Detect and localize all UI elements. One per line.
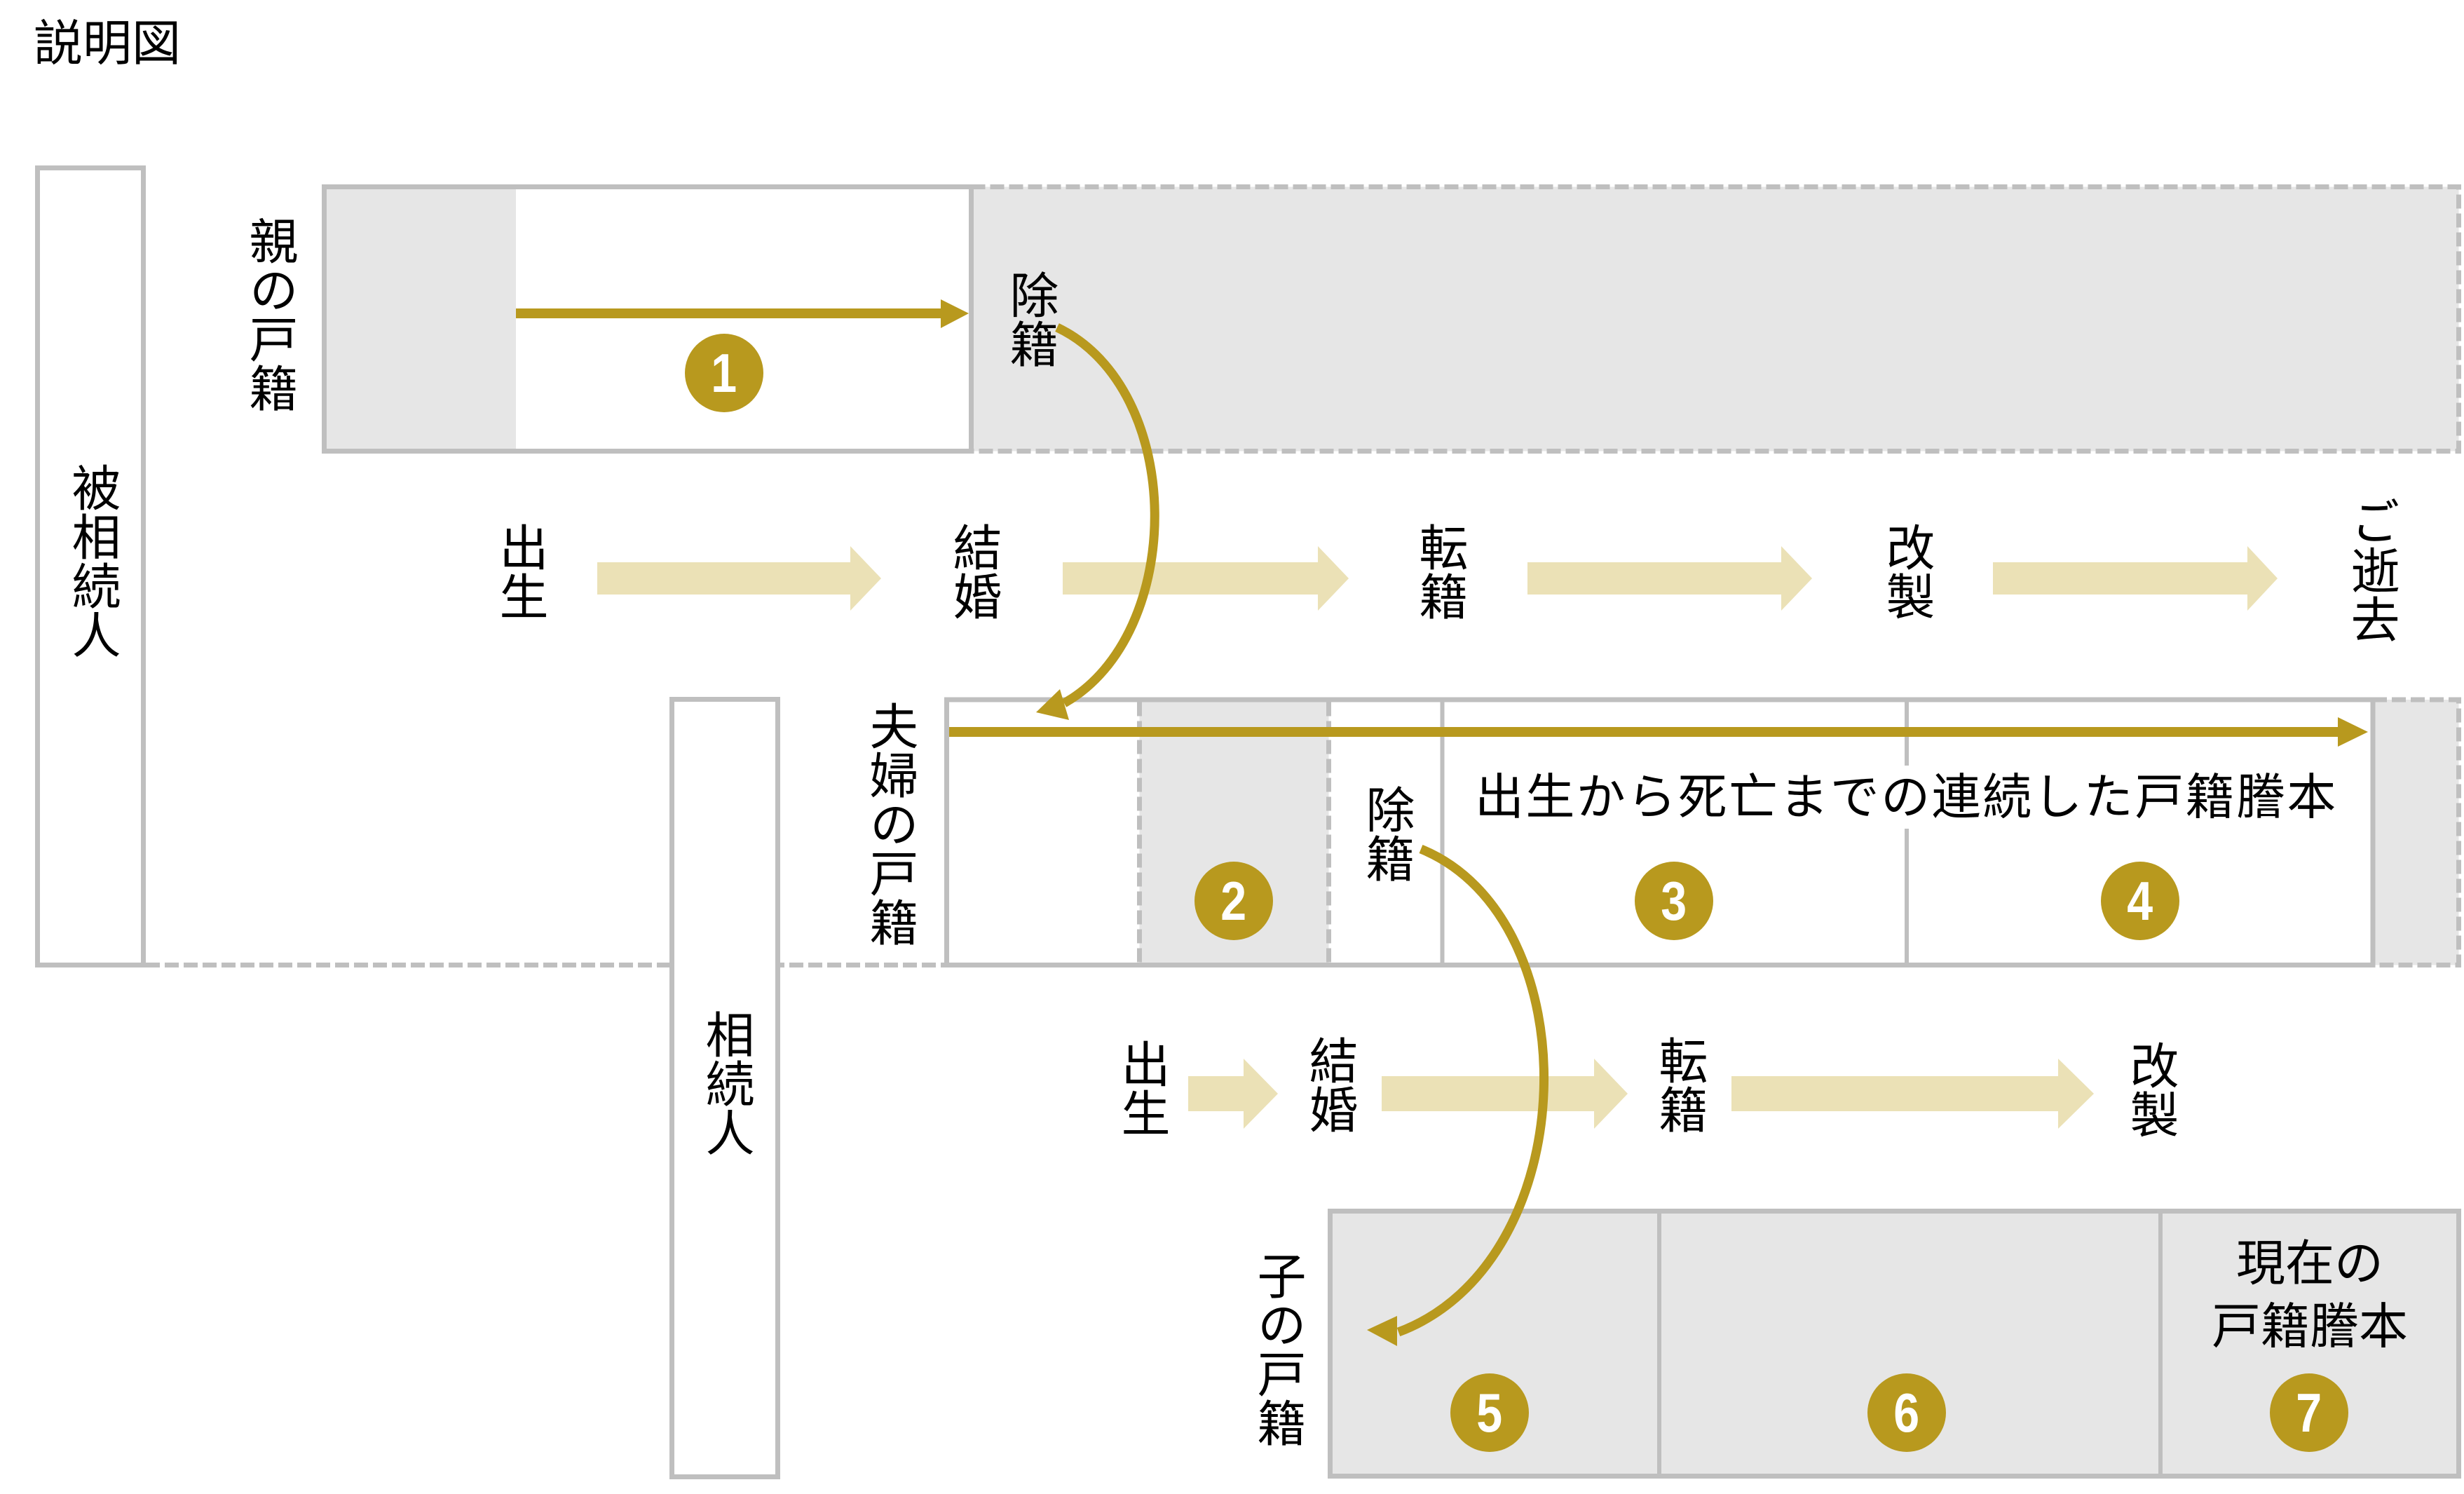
deceased-event-marriage: 結婚 bbox=[945, 522, 1002, 620]
step-badge-2: 2 bbox=[1194, 862, 1273, 940]
step-badge-5: 5 bbox=[1450, 1373, 1529, 1452]
deceased-label: 被相続人 bbox=[64, 463, 121, 659]
continuous-records-caption: 出生から死亡までの連続した戸籍謄本 bbox=[1471, 766, 2342, 829]
parent-register-removal-label: 除籍 bbox=[1002, 270, 1059, 368]
flow-arrow-heir-1 bbox=[1188, 1059, 1278, 1129]
step-badge-6: 6 bbox=[1867, 1373, 1946, 1452]
parent-register-arrow-head bbox=[941, 299, 969, 328]
couple-register-label: 夫婦の戸籍 bbox=[862, 701, 919, 946]
child-register-label: 子の戸籍 bbox=[1249, 1251, 1307, 1447]
step-badge-4: 4 bbox=[2101, 862, 2179, 940]
step-badge-number: 6 bbox=[1893, 1382, 1920, 1444]
heir-event-reform: 改製 bbox=[2122, 1040, 2179, 1139]
deceased-box bbox=[35, 165, 146, 967]
flow-arrow-deceased-3 bbox=[1527, 546, 1812, 611]
heir-event-marriage: 結婚 bbox=[1301, 1035, 1359, 1134]
heir-label: 相続人 bbox=[697, 1010, 755, 1157]
step-badge-number: 2 bbox=[1220, 870, 1247, 932]
current-record-caption-line-2: 戸籍謄本 bbox=[2212, 1298, 2408, 1355]
parent-register-label: 親の戸籍 bbox=[241, 216, 299, 412]
deceased-event-reform: 改製 bbox=[1878, 522, 1935, 620]
flow-arrow-deceased-2 bbox=[1063, 546, 1349, 611]
page-title: 説明図 bbox=[34, 15, 181, 72]
couple-register-extension bbox=[2370, 697, 2461, 967]
couple-register-arrow-head bbox=[2338, 717, 2368, 747]
flow-arrow-heir-3 bbox=[1731, 1059, 2094, 1129]
step-badge-number: 7 bbox=[2296, 1382, 2322, 1444]
current-record-caption-line-1: 現在の bbox=[2236, 1235, 2383, 1292]
transfer-curve-couple-to-child-head bbox=[1367, 1316, 1397, 1346]
step-badge-1: 1 bbox=[685, 334, 763, 412]
transfer-curve-parent-to-couple bbox=[1055, 323, 1159, 707]
deceased-event-transfer: 転籍 bbox=[1411, 522, 1469, 620]
step-badge-3: 3 bbox=[1635, 862, 1713, 940]
step-badge-number: 1 bbox=[711, 342, 737, 404]
heir-box bbox=[669, 697, 780, 1479]
step-badge-number: 5 bbox=[1476, 1382, 1503, 1444]
flow-arrow-heir-2 bbox=[1382, 1059, 1628, 1129]
heir-event-birth: 出生 bbox=[1113, 1039, 1171, 1137]
deceased-event-birth: 出生 bbox=[491, 522, 549, 620]
parent-register-extension bbox=[969, 184, 2461, 454]
parent-register-shaded-cell bbox=[327, 189, 516, 449]
flow-arrow-deceased-4 bbox=[1993, 546, 2278, 611]
deceased-event-death: ご逝去 bbox=[2343, 496, 2400, 644]
heir-event-transfer: 転籍 bbox=[1651, 1035, 1708, 1134]
transfer-curve-parent-to-couple-head bbox=[1036, 689, 1069, 720]
couple-register-removal-label: 除籍 bbox=[1358, 785, 1415, 883]
step-badge-7: 7 bbox=[2270, 1373, 2348, 1452]
transfer-curve-couple-to-child bbox=[1396, 844, 1549, 1337]
flow-arrow-deceased-1 bbox=[597, 546, 881, 611]
current-record-caption: 現在の 戸籍謄本 bbox=[2163, 1232, 2456, 1358]
step-badge-number: 4 bbox=[2127, 870, 2153, 932]
step-badge-number: 3 bbox=[1661, 870, 1687, 932]
